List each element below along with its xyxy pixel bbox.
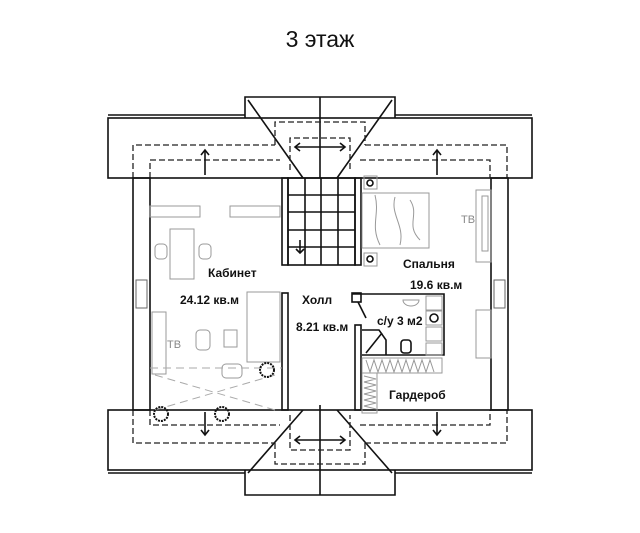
room-label-wardrobe: Гардероб [389,388,446,402]
area-cabinet: 24.12 кв.м [180,293,239,307]
staircase [287,177,356,266]
area-bedroom: 19.6 кв.м [410,278,462,292]
roof-bottom [107,405,533,496]
tv-label-bedroom: ТВ [461,214,475,226]
tv-label-cabinet: ТВ [167,339,181,351]
cabinet-furniture [149,205,282,422]
floor-title: 3 этаж [285,26,355,52]
room-label-bedroom: Спальня [403,257,455,271]
room-label-cabinet: Кабинет [208,266,257,280]
roof-top [107,96,533,179]
area-hall: 8.21 кв.м [296,320,348,334]
walls [132,177,509,411]
room-label-bathroom: с/у 3 м2 [377,314,423,328]
bedroom-furniture [361,175,492,359]
room-label-hall: Холл [302,293,332,307]
bathroom [351,292,445,414]
